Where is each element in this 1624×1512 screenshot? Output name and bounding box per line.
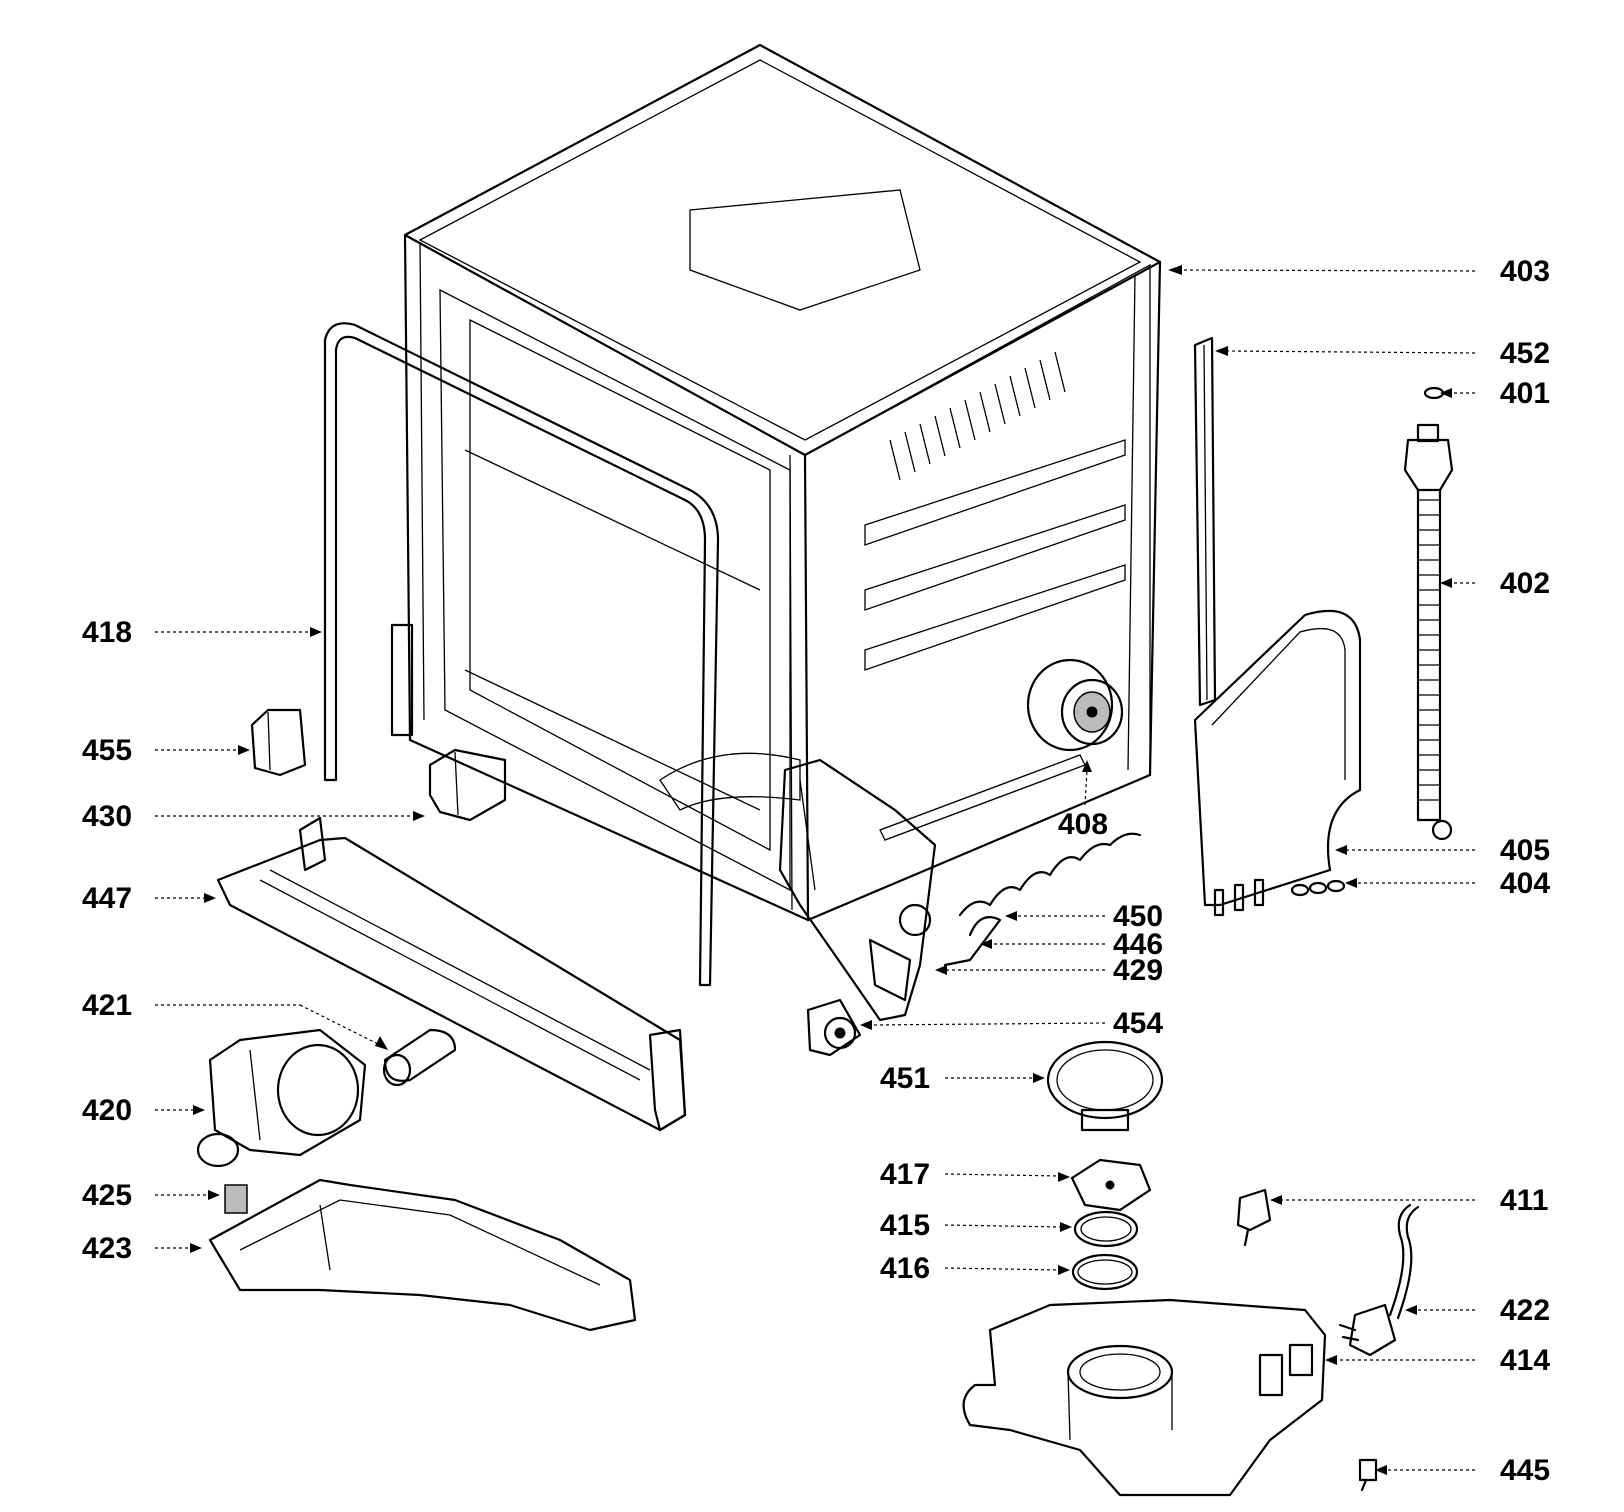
frame-rail-447 — [216, 816, 687, 1132]
leader-lines — [155, 265, 1476, 1475]
side-trim-strip-452 — [1193, 336, 1217, 707]
feet-404 — [1213, 878, 1346, 917]
sump-414 — [962, 1298, 1327, 1497]
ring-416-inner — [1077, 1259, 1133, 1285]
vent-408 — [1026, 658, 1124, 752]
callout-454: 454 — [1113, 1007, 1163, 1040]
motor-mount-429 — [778, 758, 937, 1022]
callout-447: 447 — [82, 882, 132, 915]
callout-425: 425 — [82, 1179, 132, 1212]
hose-402 — [1403, 423, 1454, 841]
callout-408: 408 — [1058, 808, 1108, 841]
callout-450: 450 — [1113, 900, 1163, 933]
callout-420: 420 — [82, 1094, 132, 1127]
hinge-bracket-430 — [390, 623, 507, 822]
ring-415 — [1073, 1210, 1139, 1248]
callout-418: 418 — [82, 616, 132, 649]
side-shield-405 — [1193, 609, 1362, 907]
callout-421: 421 — [82, 989, 132, 1022]
ring-416 — [1071, 1253, 1139, 1291]
switch-411 — [1236, 1188, 1272, 1247]
cable-446 — [943, 916, 1002, 967]
ring-415-inner — [1080, 1216, 1132, 1242]
callout-405: 405 — [1500, 834, 1550, 867]
callout-labels: 403 452 401 402 418 455 430 447 408 405 … — [82, 255, 1550, 1487]
base-423 — [208, 1178, 637, 1332]
callout-455: 455 — [82, 734, 132, 767]
callout-422: 422 — [1500, 1294, 1550, 1327]
callout-404: 404 — [1500, 867, 1550, 900]
callout-402: 402 — [1500, 567, 1550, 600]
block-425 — [224, 1184, 248, 1214]
callout-446: 446 — [1113, 928, 1163, 961]
callout-401: 401 — [1500, 377, 1550, 410]
callout-452: 452 — [1500, 337, 1550, 370]
callout-417: 417 — [880, 1158, 930, 1191]
callout-415: 415 — [880, 1209, 930, 1242]
callout-429: 429 — [1113, 954, 1163, 987]
bracket-455 — [250, 708, 307, 777]
callout-416: 416 — [880, 1252, 930, 1285]
callout-423: 423 — [82, 1232, 132, 1265]
spring-450 — [958, 832, 1142, 917]
dishwasher-tub-frame — [403, 43, 1162, 922]
callout-451: 451 — [880, 1062, 930, 1095]
door-gasket-418 — [323, 322, 720, 987]
cap-417 — [1070, 1158, 1152, 1212]
callout-411: 411 — [1500, 1184, 1548, 1217]
seal-451 — [1046, 1040, 1164, 1132]
power-plug-422 — [1338, 1203, 1420, 1357]
clip-445 — [1358, 1458, 1378, 1492]
pump-motor-420 — [196, 1028, 367, 1168]
callout-445: 445 — [1500, 1454, 1550, 1487]
callout-430: 430 — [82, 800, 132, 833]
callout-414: 414 — [1500, 1344, 1550, 1377]
pulley-454 — [806, 998, 862, 1057]
capacitor-421 — [382, 1028, 457, 1087]
callout-403: 403 — [1500, 255, 1550, 288]
